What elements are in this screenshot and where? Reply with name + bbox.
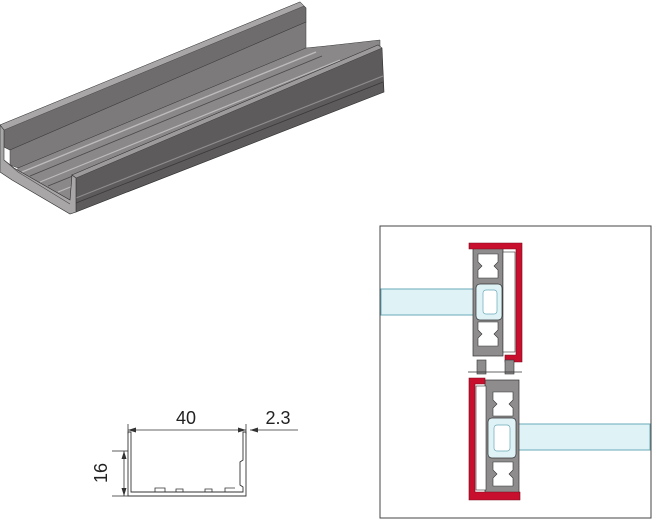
profile-end-face-edge (3, 159, 71, 205)
profile-floor-ridge (29, 55, 323, 177)
lower-red-channel (468, 377, 521, 501)
upper-inner-cavity (502, 251, 516, 353)
glass-panel-upper (380, 288, 478, 316)
height-dimension-label: 16 (91, 463, 111, 483)
lower-inner-cavity (475, 385, 487, 491)
clip-left (476, 359, 487, 375)
upper-red-channel (468, 242, 523, 363)
installation-detail (379, 225, 652, 519)
width-dimension-label: 40 (176, 408, 196, 428)
upper-profile (468, 242, 523, 363)
glass-panel-lower (505, 423, 651, 451)
width-arrow-left (128, 427, 136, 433)
lower-profile-teeth (492, 391, 514, 417)
profile-front-groove (75, 81, 384, 204)
cross-section-drawing: 40 2.3 16 (91, 408, 298, 497)
height-arrow-top (121, 451, 127, 459)
profile-front-groove (75, 75, 384, 199)
cross-section-outline (127, 431, 247, 497)
thickness-dimension-label: 2.3 (265, 408, 290, 428)
upper-profile-teeth (477, 321, 499, 347)
lower-profile (468, 377, 521, 501)
lower-profile-teeth (492, 461, 514, 487)
height-arrow-bottom (121, 488, 127, 496)
lower-gasket-inner (493, 424, 511, 452)
thickness-arrow (250, 427, 258, 433)
width-arrow-right (238, 427, 246, 433)
profile-floor-ridge (21, 51, 317, 173)
profile-floor-ridge (39, 59, 341, 183)
upper-profile-teeth (477, 253, 499, 279)
profile-3d-render (0, 1, 385, 215)
cross-section-detail (154, 487, 235, 492)
clip-right (504, 359, 515, 375)
upper-gasket-inner (482, 289, 498, 315)
